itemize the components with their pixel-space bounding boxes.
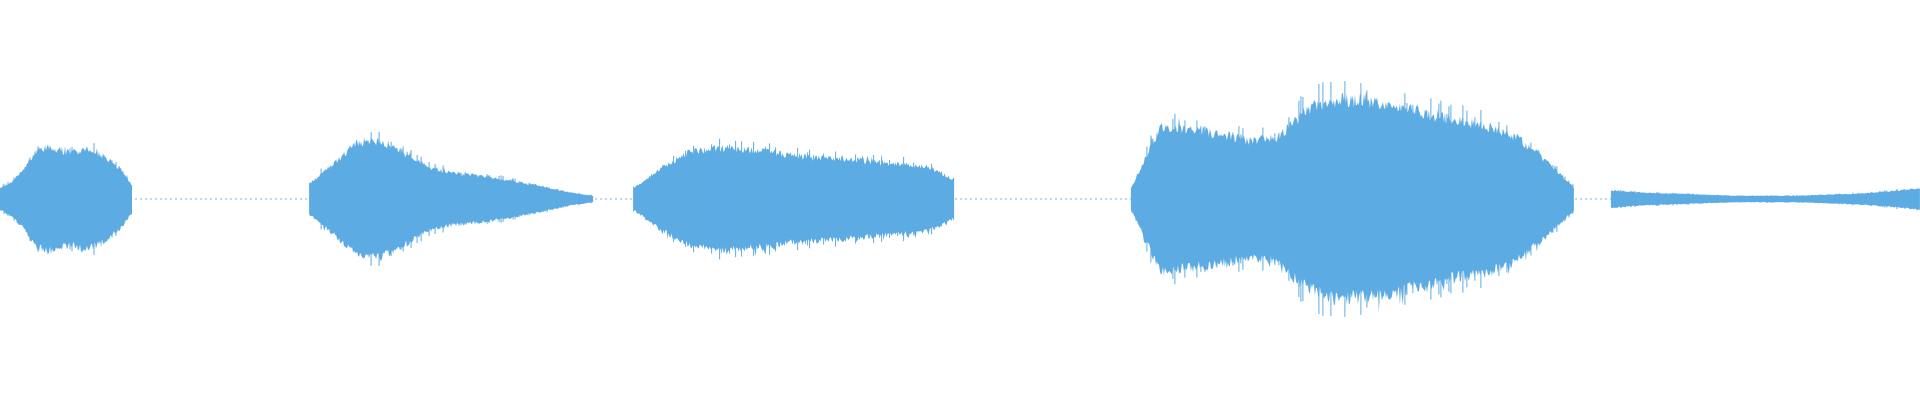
waveform-clip-5[interactable] xyxy=(1610,188,1920,211)
waveform-clip-1[interactable] xyxy=(0,143,132,255)
waveform-fill-clip-2 xyxy=(309,137,594,261)
waveform-clip-2[interactable] xyxy=(309,132,594,266)
waveform-clip-4[interactable] xyxy=(1130,81,1574,317)
waveform-fill-clip-3 xyxy=(633,144,954,257)
waveform-clip-3[interactable] xyxy=(633,138,955,260)
waveform-fill-clip-1 xyxy=(0,144,132,255)
waveform-fill-clip-5 xyxy=(1610,188,1920,211)
